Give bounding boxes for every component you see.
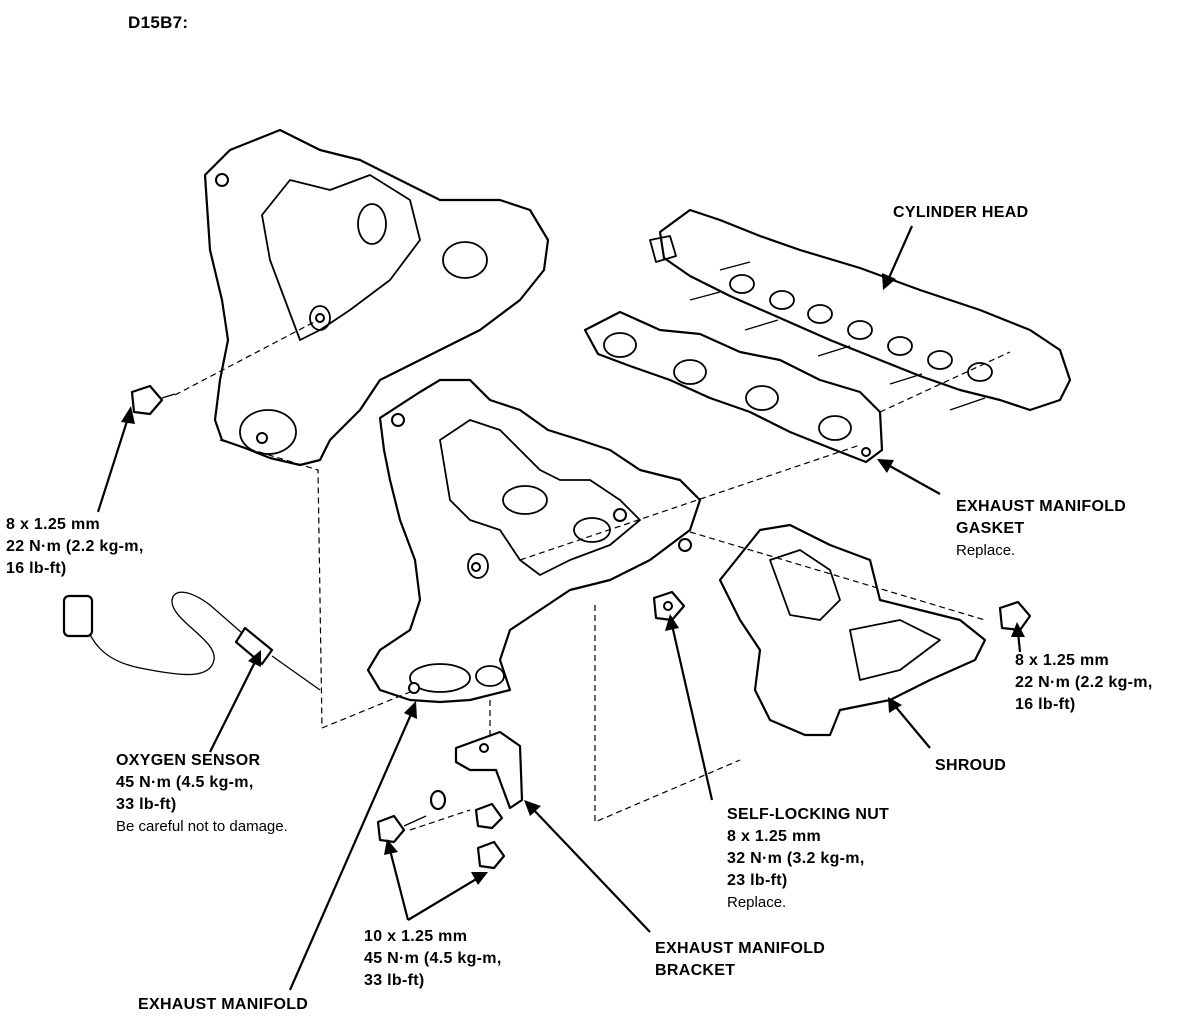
diagram-title: D15B7: [128,13,189,32]
bolt-right-line3: 16 lb-ft) [1015,696,1076,713]
label-exhaust-manifold: EXHAUST MANIFOLD [138,996,309,1013]
self-locking-nut-line4: 23 lb-ft) [727,872,788,889]
bolt-bottom-line1: 10 x 1.25 mm [364,928,468,945]
bolt-bottom-line2: 45 N·m (4.5 kg-m, [364,950,502,967]
bolt-right-line1: 8 x 1.25 mm [1015,652,1110,669]
leader-arrows [96,225,1025,991]
self-locking-nut-line3: 32 N·m (3.2 kg-m, [727,850,865,867]
label-shroud: SHROUD [935,757,1007,774]
bolt-bottom-left [376,789,447,844]
oxygen-sensor-line1: OXYGEN SENSOR [116,752,261,769]
label-cylinder-head: CYLINDER HEAD [893,204,1029,221]
self-locking-nut-line2: 8 x 1.25 mm [727,828,822,845]
cylinder-head [649,208,1072,412]
gasket-line1: EXHAUST MANIFOLD [956,498,1127,515]
label-bolt-right: 8 x 1.25 mm 22 N·m (2.2 kg-m, 16 lb-ft) [1015,650,1153,716]
self-locking-nut [652,590,686,622]
oxygen-sensor-line3: 33 lb-ft) [116,796,177,813]
self-locking-nut-note: Replace. [727,894,787,911]
exhaust-manifold-gasket [583,310,884,464]
oxygen-sensor-note: Be careful not to damage. [116,818,288,835]
upper-heat-shield [203,128,550,467]
gasket-line2: GASKET [956,520,1025,537]
bolt-upper-left [130,384,176,416]
label-self-locking-nut: SELF-LOCKING NUT 8 x 1.25 mm 32 N·m (3.2… [727,804,889,914]
bracket-line2: BRACKET [655,962,736,979]
label-bracket: EXHAUST MANIFOLD BRACKET [655,938,825,982]
label-oxygen-sensor: OXYGEN SENSOR 45 N·m (4.5 kg-m, 33 lb-ft… [116,750,288,838]
gasket-note: Replace. [956,542,1016,559]
bracket-line1: EXHAUST MANIFOLD [655,940,826,957]
bolt-right-line2: 22 N·m (2.2 kg-m, [1015,674,1153,691]
label-gasket: EXHAUST MANIFOLD GASKET Replace. [956,496,1126,562]
label-bolt-bottom: 10 x 1.25 mm 45 N·m (4.5 kg-m, 33 lb-ft) [364,926,502,992]
bracket [454,730,524,810]
self-locking-nut-line1: SELF-LOCKING NUT [727,806,890,823]
bolt-upper-left-line3: 16 lb-ft) [6,560,67,577]
assembly-lines [174,319,1011,831]
label-bolt-upper-left: 8 x 1.25 mm 22 N·m (2.2 kg-m, 16 lb-ft) [6,514,144,580]
bolt-right [998,600,1032,632]
bolt-bottom-center [474,802,506,870]
bolt-upper-left-line1: 8 x 1.25 mm [6,516,101,533]
oxygen-sensor-line2: 45 N·m (4.5 kg-m, [116,774,254,791]
shroud [718,523,987,737]
bolt-upper-left-line2: 22 N·m (2.2 kg-m, [6,538,144,555]
bolt-bottom-line3: 33 lb-ft) [364,972,425,989]
exhaust-manifold [366,378,702,704]
oxygen-sensor [62,591,321,691]
